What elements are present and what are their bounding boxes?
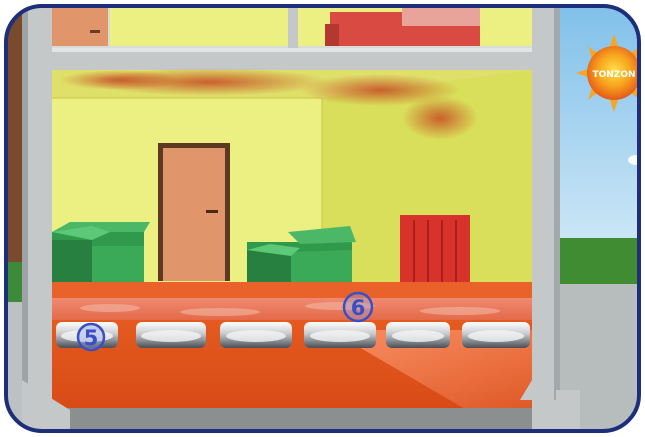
callout-6: 6 (344, 293, 372, 321)
callout-5-label: 5 (84, 326, 99, 350)
door (163, 148, 225, 281)
floor-surface (52, 282, 532, 300)
sky (560, 0, 645, 240)
left-exterior (0, 0, 22, 300)
left-grass (0, 262, 22, 302)
door-handle (206, 210, 218, 213)
cloud (628, 155, 644, 165)
callout-5: 5 (78, 324, 104, 350)
logo-text: TONZON (592, 70, 635, 80)
radiator (400, 215, 470, 285)
callout-6-label: 6 (351, 296, 366, 320)
grass (560, 238, 645, 286)
armchair-left (52, 222, 150, 284)
